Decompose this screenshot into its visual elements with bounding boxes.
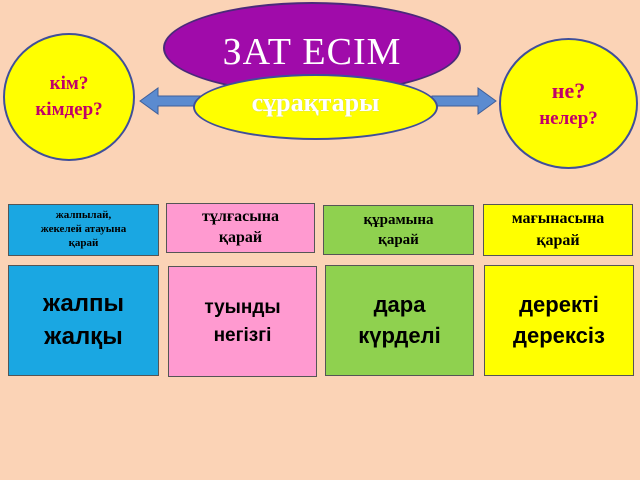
category-values-composition: дара күрделі [325,265,474,376]
category-label-line: қарай [68,236,99,249]
category-label-form: тұлғасына қарай [166,203,315,253]
category-label-line: жекелей атауына [40,223,127,236]
subtitle: сұрақтары [251,88,380,117]
category-label-line: қарай [378,232,419,248]
subtitle-ellipse: сұрақтары [193,74,438,140]
category-label-line: мағынасына [511,209,605,227]
category-value: негізгі [213,324,272,346]
category-value: деректі [519,291,599,317]
questions-left-circle: кім? кімдер? [3,33,135,161]
category-values-meaning: деректі дерексіз [484,265,634,376]
category-value: күрделі [358,322,441,348]
title-ellipse: ЗАТ ЕСІМ [163,2,461,94]
question-ne: не? [551,77,586,103]
category-label-general: жалпылай, жекелей атауына қарай [8,204,159,256]
category-values-general: жалпы жалқы [8,265,159,376]
category-label-line: жалпылай, [55,209,112,222]
question-kim: кім? [49,73,89,95]
category-value: дара [373,291,426,317]
category-value: жалпы [43,290,124,318]
category-label-meaning: мағынасына қарай [483,204,633,256]
question-kimder: кімдер? [35,99,103,120]
category-label-line: құрамына [363,211,434,228]
category-values-form: туынды негізгі [168,266,317,377]
question-neler: нелер? [539,107,598,129]
category-label-line: тұлғасына [202,208,279,226]
category-label-line: қарай [536,232,580,249]
category-value: туынды [204,296,281,318]
questions-right-circle: не? нелер? [499,38,638,169]
category-value: дерексіз [513,322,605,348]
right-arrow [431,87,497,115]
category-label-composition: құрамына қарай [323,205,474,255]
title: ЗАТ ЕСІМ [222,31,402,73]
category-value: жалқы [44,322,123,350]
category-label-line: қарай [218,229,263,246]
